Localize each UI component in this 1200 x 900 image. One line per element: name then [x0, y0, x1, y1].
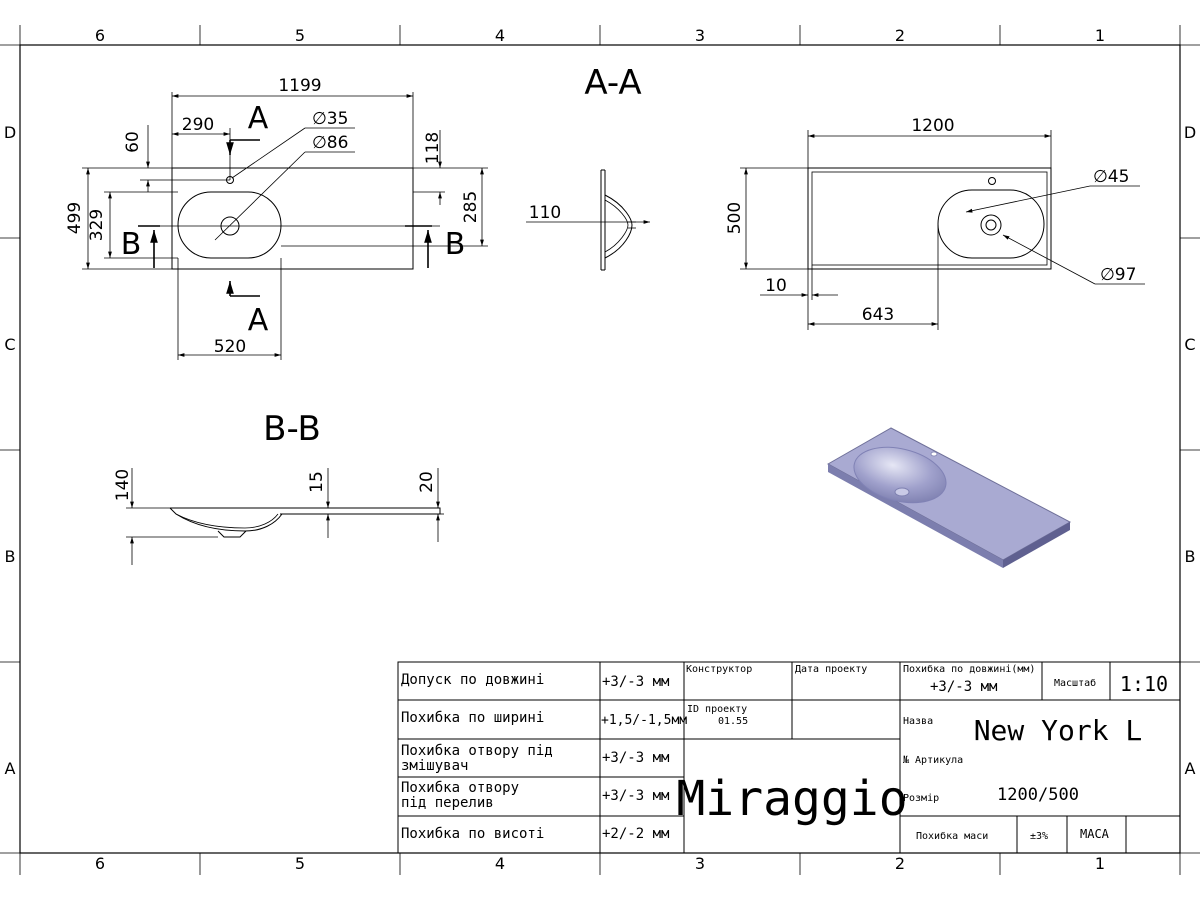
- dim-643: 643: [862, 305, 894, 325]
- dim-329: 329: [87, 209, 107, 241]
- dim-110: 110: [529, 203, 561, 223]
- section-title-aa: A-A: [584, 63, 641, 103]
- dim-118: 118: [423, 132, 443, 164]
- basin-outline-right: [937, 189, 1045, 259]
- zone-col-bottom: 5: [295, 854, 305, 873]
- tb-mass-tol-value: ±3%: [1030, 831, 1048, 842]
- tb-scale-label: Масштаб: [1054, 677, 1096, 689]
- mixer-hole-right: [988, 177, 996, 185]
- dim-500: 500: [725, 202, 745, 234]
- cut-a-top: A: [248, 101, 269, 136]
- dim-10: 10: [765, 276, 787, 296]
- zone-col-bottom: 2: [895, 854, 905, 873]
- zone-row-left: A: [5, 759, 16, 778]
- tb-size-label: Розмір: [903, 792, 939, 804]
- tb-date-label: Дата проекту: [795, 664, 867, 675]
- tb-row-value: +2/-2 мм: [602, 826, 670, 842]
- cut-b-left: B: [121, 227, 142, 262]
- countertop-top-face: [826, 427, 1072, 561]
- tb-id-label: ID проекту: [687, 704, 747, 715]
- zone-col-top: 4: [495, 26, 505, 45]
- tb-row-label: Похибка по ширині: [401, 710, 544, 726]
- dim-520: 520: [214, 337, 246, 357]
- title-block: Допуск по довжині +3/-3 мм Похибка по ши…: [397, 661, 1181, 854]
- brand-logo: Miraggio: [676, 771, 907, 827]
- drain-inner: [985, 219, 997, 231]
- zone-col-top: 2: [895, 26, 905, 45]
- dim-d97: ∅97: [1100, 265, 1136, 285]
- zone-col-top: 6: [95, 26, 105, 45]
- tb-row-label: Похибка отвору під перелив: [401, 780, 527, 811]
- profile-view-aa: 110: [526, 169, 650, 271]
- zone-labels: 6 5 4 3 2 1 6 5 4 3 2 1 D C B A D C B A: [4, 26, 1196, 873]
- countertop-outline-right: [807, 167, 1052, 270]
- tb-mass-label: МАСА: [1080, 827, 1110, 841]
- tb-row-label-line1: Похибка отвору: [401, 780, 519, 796]
- tb-constructor-label: Конструктор: [686, 664, 752, 675]
- tb-name-value: New York L: [974, 714, 1143, 747]
- top-view-right: 1200 500 10 643 ∅45 ∅97: [725, 116, 1145, 330]
- dim-15: 15: [307, 471, 327, 493]
- tb-row-label-line2: змішувач: [401, 758, 468, 774]
- dim-20: 20: [417, 471, 437, 493]
- isometric-view: [826, 427, 1072, 568]
- tb-row-value: +3/-3 мм: [602, 788, 670, 804]
- zone-row-left: C: [4, 335, 15, 354]
- tb-mass-tol-label: Похибка маси: [916, 830, 988, 842]
- tb-name-label: Назва: [903, 716, 933, 727]
- tb-id-value: 01.55: [718, 716, 748, 727]
- top-view-left: 1199 290 A A ∅35 ∅86 60 118 285: [65, 76, 488, 360]
- zone-row-right: C: [1184, 335, 1195, 354]
- tb-row-label: Похибка по висоті: [401, 826, 544, 842]
- cut-b-right: B: [445, 227, 466, 262]
- countertop-outline: [171, 167, 414, 270]
- tb-size-value: 1200/500: [997, 785, 1079, 805]
- drain-3d: [894, 487, 910, 497]
- zone-row-right: A: [1185, 759, 1196, 778]
- tb-row-value: +3/-3 мм: [602, 674, 670, 690]
- zone-col-bottom: 6: [95, 854, 105, 873]
- countertop-side-face: [1003, 522, 1070, 568]
- zone-col-bottom: 4: [495, 854, 505, 873]
- dim-140: 140: [113, 469, 133, 501]
- zone-col-bottom: 1: [1095, 854, 1105, 873]
- tb-length-tol-label: Похибка по довжині(мм): [903, 663, 1035, 675]
- dim-499: 499: [65, 202, 85, 234]
- zone-row-left: D: [4, 123, 16, 142]
- dim-d35: ∅35: [312, 109, 348, 129]
- zone-row-left: B: [5, 547, 16, 566]
- zone-col-top: 3: [695, 26, 705, 45]
- tb-row-label-line2: під перелив: [401, 795, 494, 811]
- tb-row-value: +1,5/-1,5мм: [601, 713, 687, 728]
- tb-row-label: Допуск по довжині: [401, 672, 544, 688]
- dim-60: 60: [123, 131, 143, 153]
- dim-1199: 1199: [278, 76, 321, 96]
- dim-d45: ∅45: [1093, 167, 1129, 187]
- section-view-bb: 140 15 20: [113, 468, 444, 565]
- tb-scale-value: 1:10: [1120, 672, 1168, 696]
- zone-row-right: B: [1185, 547, 1196, 566]
- dim-285: 285: [461, 191, 481, 223]
- cut-a-bottom: A: [248, 303, 269, 338]
- basin-outline: [177, 191, 282, 259]
- dim-1200: 1200: [911, 116, 954, 136]
- tb-length-tol-value: +3/-3 мм: [930, 679, 998, 695]
- mixer-hole-3d: [930, 451, 938, 457]
- dim-290: 290: [182, 115, 214, 135]
- section-title-bb: B-B: [263, 409, 321, 449]
- dim-d86: ∅86: [312, 133, 348, 153]
- tb-article-label: № Артикула: [903, 755, 963, 766]
- zone-col-bottom: 3: [695, 854, 705, 873]
- zone-col-top: 5: [295, 26, 305, 45]
- tb-row-label-line1: Похибка отвору під: [401, 743, 553, 759]
- tb-row-value: +3/-3 мм: [602, 750, 670, 766]
- zone-col-top: 1: [1095, 26, 1105, 45]
- drain-outer: [980, 214, 1002, 236]
- basin-bowl: [853, 446, 947, 504]
- tb-row-label: Похибка отвору під змішувач: [401, 743, 561, 774]
- zone-row-right: D: [1184, 123, 1196, 142]
